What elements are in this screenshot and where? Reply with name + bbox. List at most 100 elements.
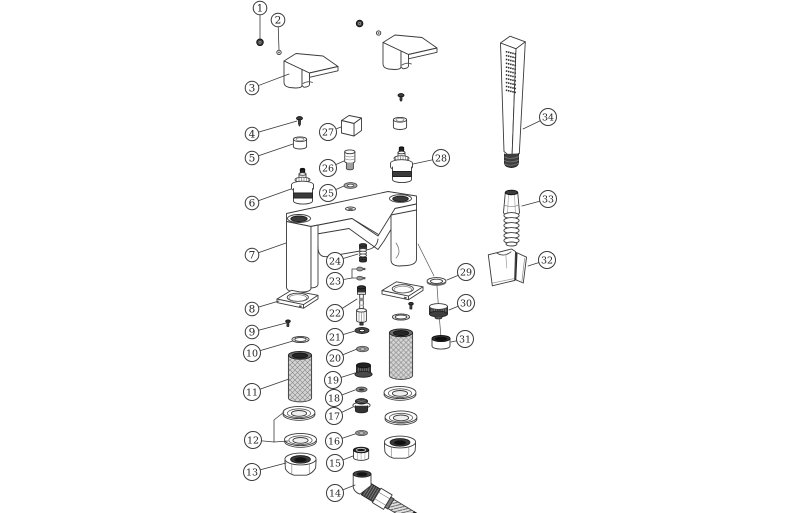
callout-number-31: 31: [459, 334, 471, 345]
handle-screw-dark-left: [256, 38, 264, 47]
callout-circle-30: [457, 294, 475, 312]
cartridge-cover-left: [292, 136, 308, 150]
callout-12: 12: [244, 411, 289, 449]
square-shroud-left: [276, 289, 319, 309]
callout-circle-22: [326, 304, 344, 322]
flow-regulator: [429, 303, 448, 320]
callout-number-4: 4: [249, 128, 256, 140]
callout-number-9: 9: [249, 326, 256, 338]
lock-washer: [354, 327, 370, 334]
washer-18: [355, 386, 368, 393]
washer-16: [355, 429, 368, 437]
callout-22: 22: [326, 298, 358, 322]
callout-1: 1: [252, 0, 268, 40]
callout-circle-3: [244, 80, 260, 96]
washer-10-right: [391, 313, 411, 321]
callout-circle-21: [326, 328, 344, 346]
callout-circle-29: [457, 263, 475, 281]
indicator-screw-right: [397, 93, 405, 102]
washer-10-left: [291, 335, 310, 344]
wall-bracket: [487, 248, 527, 287]
callout-circle-4: [244, 126, 260, 142]
callout-circle-6: [244, 195, 260, 211]
callout-13: 13: [243, 462, 287, 481]
callout-20: 20: [326, 348, 358, 367]
callout-number-34: 34: [542, 112, 554, 123]
diverter-spring: [358, 243, 368, 263]
callout-number-16: 16: [328, 436, 340, 447]
threaded-shank-right: [388, 328, 414, 380]
callout-number-26: 26: [322, 163, 334, 174]
grub-screw-right: [408, 301, 414, 310]
callout-circle-5: [244, 150, 260, 166]
callout-number-32: 32: [541, 255, 553, 266]
callout-8: 8: [244, 300, 280, 317]
sealing-washer-upper-left: [282, 405, 316, 421]
callout-number-27: 27: [322, 127, 334, 138]
callout-circle-28: [432, 149, 450, 167]
callout-number-21: 21: [329, 332, 341, 343]
callout-number-3: 3: [249, 82, 256, 94]
handle-screw-dark-right: [355, 19, 364, 28]
handle-screw-small-right: [375, 30, 382, 36]
callout-number-7: 7: [249, 249, 256, 261]
connector-nut: [353, 446, 370, 461]
sealing-washer-lower-left: [284, 432, 317, 448]
callout-circle-33: [539, 190, 557, 208]
diverter-rod: [356, 285, 367, 326]
callout-number-5: 5: [249, 152, 256, 164]
callout-circle-13: [243, 463, 261, 481]
sealing-washer-upper-right: [383, 385, 417, 401]
callout-number-1: 1: [257, 2, 264, 14]
shower-handset: [500, 35, 526, 168]
cartridge-cover-right: [392, 116, 408, 131]
callout-30: 30: [448, 294, 475, 312]
callout-circle-34: [539, 108, 557, 126]
callout-layer: 1234567891011121314151617181920212223242…: [243, 0, 557, 502]
callout-circle-18: [325, 389, 343, 407]
callout-11: 11: [243, 378, 290, 401]
diverter-knob: [341, 115, 362, 137]
callout-5: 5: [244, 143, 294, 166]
assembly-axis-line: [417, 243, 442, 336]
callout-3: 3: [244, 73, 290, 96]
callout-number-29: 29: [460, 267, 472, 278]
callout-number-28: 28: [435, 153, 447, 164]
callout-27: 27: [319, 123, 342, 141]
callout-number-13: 13: [246, 467, 258, 478]
callout-number-14: 14: [329, 488, 341, 499]
washer-29: [426, 277, 447, 286]
callout-circle-7: [244, 247, 260, 263]
callout-number-20: 20: [329, 353, 341, 364]
callout-number-33: 33: [542, 194, 554, 205]
grub-screw-left: [285, 319, 291, 328]
callout-circle-9: [244, 324, 260, 340]
indicator-screw-left: [296, 116, 303, 127]
callout-number-8: 8: [249, 303, 256, 315]
diverter-screws: [356, 266, 366, 281]
callout-7: 7: [244, 242, 287, 263]
knurled-collar: [354, 362, 373, 378]
callout-number-24: 24: [329, 256, 341, 267]
o-ring-25: [343, 182, 358, 189]
aerator: [431, 334, 451, 350]
shower-hose: [503, 189, 520, 247]
callout-circle-16: [325, 432, 343, 450]
square-shroud-right: [381, 281, 424, 301]
callout-circle-17: [325, 407, 343, 425]
callout-number-18: 18: [328, 393, 340, 404]
callout-16: 16: [325, 432, 356, 450]
callout-number-15: 15: [329, 458, 341, 469]
tap-body: [286, 191, 417, 293]
callout-circle-27: [319, 123, 337, 141]
callout-6: 6: [244, 188, 292, 211]
callout-23: 23: [326, 268, 357, 290]
handset-nozzle-grid: [505, 51, 516, 94]
callout-number-11: 11: [246, 387, 258, 398]
callout-4: 4: [244, 120, 298, 142]
callout-number-30: 30: [460, 298, 472, 309]
callout-31: 31: [450, 330, 474, 348]
lever-handle-right: [382, 34, 438, 70]
diverter-cartridge: [344, 149, 356, 171]
